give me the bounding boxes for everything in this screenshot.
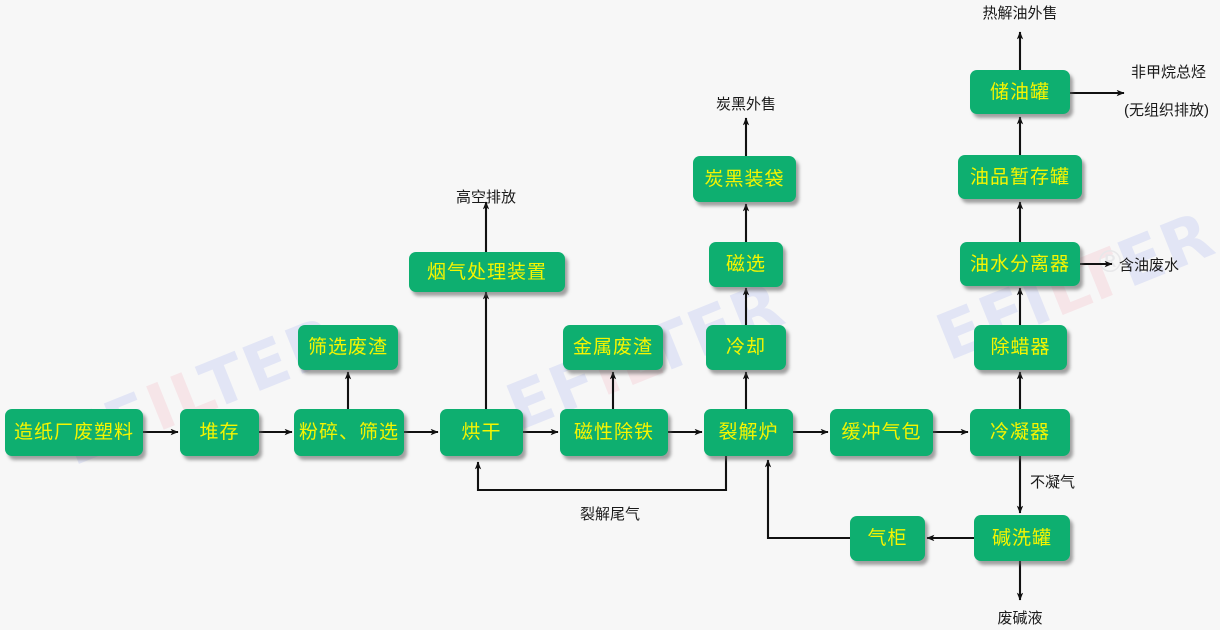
node-magnetic-separation[interactable]: 磁选 [709,242,783,287]
node-condenser[interactable]: 冷凝器 [970,409,1070,456]
label-oily-wastewater: 含油废水 [1119,257,1180,274]
node-drying[interactable]: 烘干 [440,409,523,456]
label-high-altitude-discharge: 高空排放 [455,189,517,206]
label-pyrolysis-oil-sale: 热解油外售 [982,5,1058,22]
node-oil-temp-tank[interactable]: 油品暂存罐 [958,155,1082,199]
label-waste-alkali-liquid: 废碱液 [997,610,1043,627]
node-cooling[interactable]: 冷却 [706,325,786,370]
label-nmhc-line1: 非甲烷总烃 [1131,64,1207,81]
node-flue-gas-treatment[interactable]: 烟气处理装置 [409,252,565,292]
node-carbon-black-bagging[interactable]: 炭黑装袋 [693,156,796,202]
label-carbon-black-sale: 炭黑外售 [715,96,777,113]
label-pyrolysis-tail-gas: 裂解尾气 [579,506,641,523]
node-buffer-gas-bag[interactable]: 缓冲气包 [830,409,933,456]
node-screen-residue[interactable]: 筛选废渣 [298,325,398,370]
node-dewaxer[interactable]: 除蜡器 [974,325,1067,370]
node-gas-holder[interactable]: 气柜 [850,516,925,561]
watermark-right: EFILTER [926,197,1220,377]
node-alkali-wash-tank[interactable]: 碱洗罐 [974,515,1070,561]
node-stockpile[interactable]: 堆存 [180,409,259,456]
node-oil-storage-tank[interactable]: 储油罐 [970,70,1070,114]
node-metal-residue[interactable]: 金属废渣 [563,325,663,370]
node-magnetic-iron-removal[interactable]: 磁性除铁 [560,409,668,456]
node-pyrolysis-furnace[interactable]: 裂解炉 [704,409,793,456]
node-waste-plastic[interactable]: 造纸厂废塑料 [5,409,143,456]
label-non-condensable-gas: 不凝气 [1030,474,1076,491]
node-oil-water-separator[interactable]: 油水分离器 [960,242,1080,286]
node-crush-screen[interactable]: 粉碎、筛选 [294,409,404,456]
label-nmhc-line2: (无组织排放) [1124,102,1209,119]
